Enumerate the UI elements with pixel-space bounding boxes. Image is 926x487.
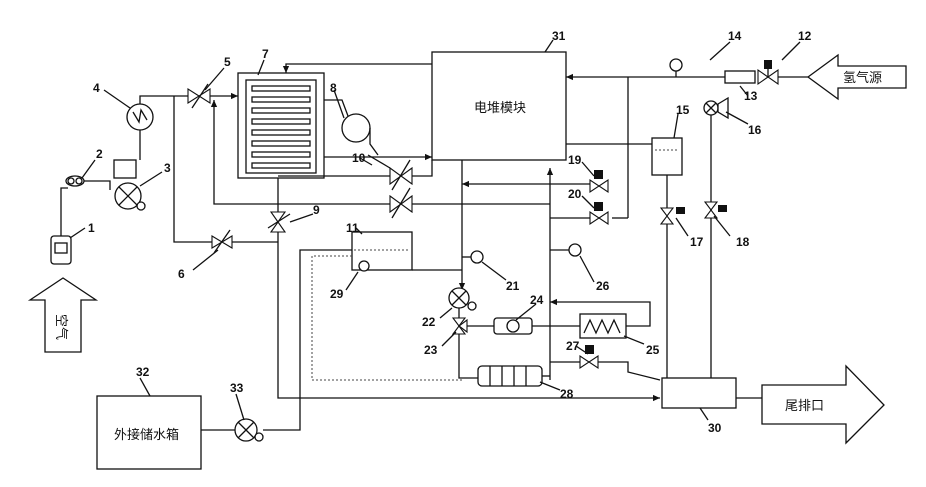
solenoid-valve-12 [758,60,778,84]
mixer-30 [662,378,736,408]
humidifier-plate [252,130,310,135]
label-20: 20 [568,187,582,201]
coolant-pump-22 [449,288,476,310]
label-4: 4 [93,81,100,95]
solenoid-valve-18 [705,202,727,218]
air-inlet-label: 空气 [53,314,69,340]
humidifier-plate [252,141,310,146]
label-3: 3 [164,161,171,175]
label-8: 8 [330,81,337,95]
water-tank-15 [652,138,682,175]
label-10: 10 [352,151,366,165]
label-33: 33 [230,381,244,395]
water-pump-33 [235,419,263,441]
temp-sensor-26 [569,244,581,256]
label-32: 32 [136,365,150,379]
valve-11 [390,188,412,218]
label-31: 31 [552,29,566,43]
label-27: 27 [566,339,580,353]
air-compressor-3-body [114,160,136,178]
label-14: 14 [728,29,742,43]
humidifier-plate [252,163,310,168]
label-25: 25 [646,343,660,357]
label-18: 18 [736,235,750,249]
label-9: 9 [313,203,320,217]
label-23: 23 [424,343,438,357]
fuel-cell-module-label: 电堆模块 [474,101,526,116]
label-17: 17 [690,235,704,249]
radiator-fan-28 [478,366,542,386]
solenoid-valve-27 [580,345,598,368]
label-21: 21 [506,279,520,293]
label-7: 7 [262,47,269,61]
temp-sensor-21 [471,251,483,263]
exhaust-outlet-label: 尾排口 [785,399,824,414]
label-30: 30 [708,421,722,435]
humidifier-plate [252,119,310,124]
label-19: 19 [568,153,582,167]
label-26: 26 [596,279,610,293]
three-way-valve-23 [453,318,467,334]
pressure-gauge-14 [670,59,682,71]
valve-10 [390,160,412,190]
humidifier-plate [252,86,310,91]
external-tank-label: 外接储水箱 [114,427,179,443]
humidifier-plate [252,152,310,157]
label-22: 22 [422,315,436,329]
water-separator-8 [342,114,370,142]
solenoid-valve-17 [661,207,685,224]
label-2: 2 [96,147,103,161]
label-29: 29 [330,287,344,301]
label-28: 28 [560,387,574,401]
valve-6 [212,230,232,253]
label-12: 12 [798,29,812,43]
label-1: 1 [88,221,95,235]
label-16: 16 [748,123,762,137]
label-6: 6 [178,267,185,281]
cooler-24 [494,318,532,334]
hydrogen-source-label: 氢气源 [843,70,882,86]
label-11: 11 [346,221,359,235]
label-15: 15 [676,103,690,117]
valve-5 [188,84,238,108]
humidifier-plate [252,108,310,113]
hydrogen-pump-16 [704,98,728,118]
solenoid-valve-20 [590,202,608,224]
solenoid-valve-19 [590,170,608,192]
valve-9 [268,212,290,232]
pressure-regulator-13 [725,71,755,83]
label-24: 24 [530,293,544,307]
label-5: 5 [224,55,231,69]
label-13: 13 [744,89,758,103]
humidifier-plate [252,97,310,102]
